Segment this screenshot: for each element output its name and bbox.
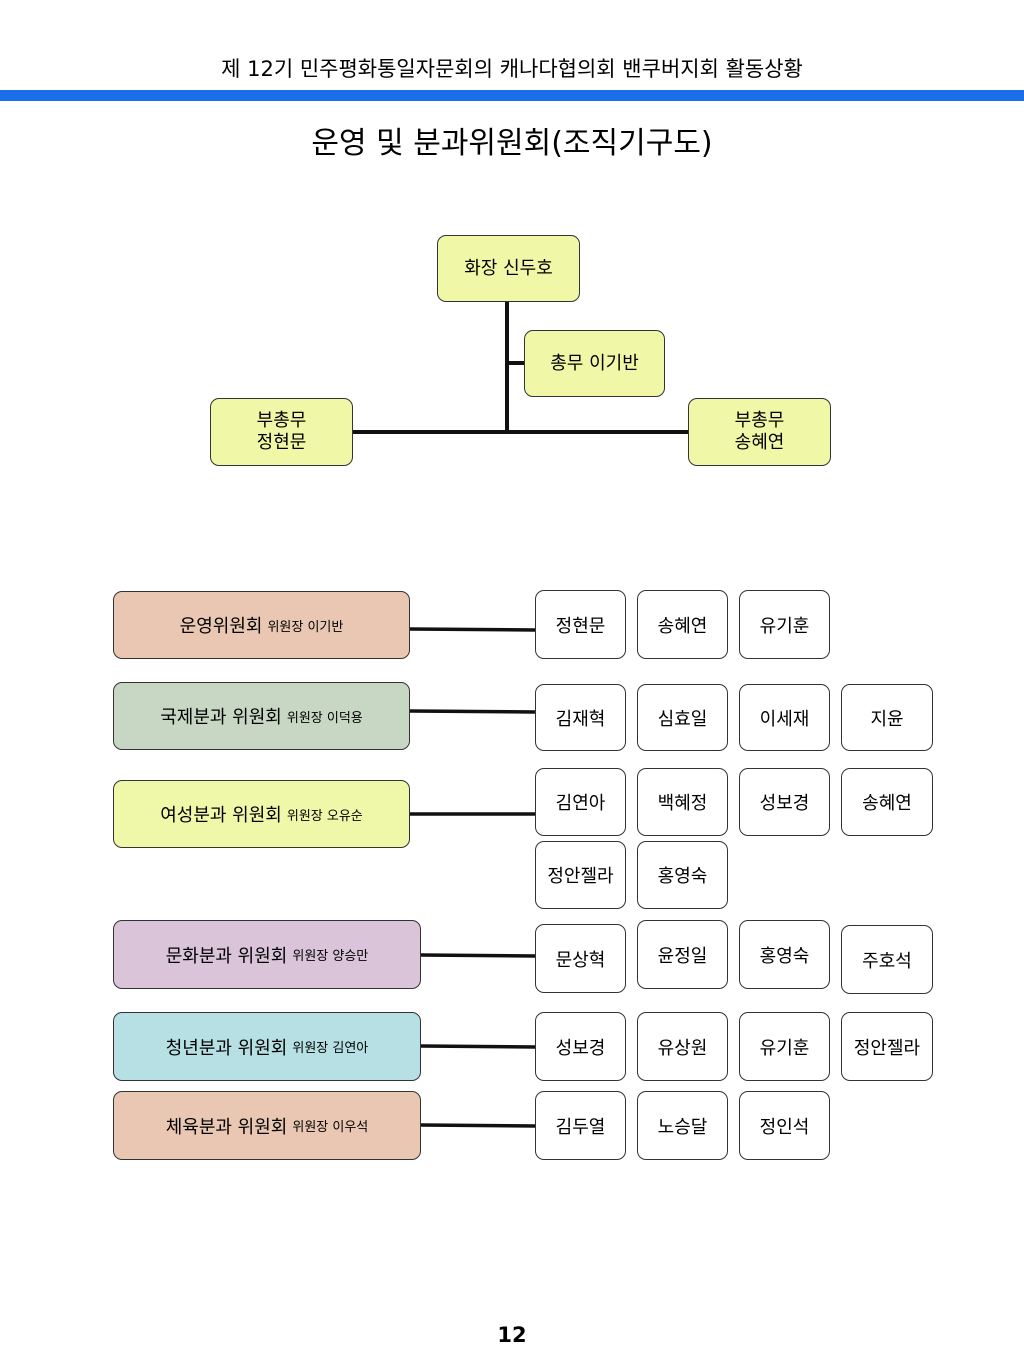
member-name: 홍영숙 xyxy=(759,945,810,967)
member-box: 김재혁 xyxy=(535,684,626,751)
chairman-label: 화장 신두호 xyxy=(464,257,553,279)
member-box: 노승달 xyxy=(637,1091,728,1160)
member-box: 문상혁 xyxy=(535,924,626,993)
member-name: 정안젤라 xyxy=(547,866,614,887)
member-name: 유상원 xyxy=(657,1037,708,1059)
member-name: 정인석 xyxy=(759,1116,810,1138)
member-box: 송혜연 xyxy=(637,590,728,659)
secretary-general-label: 총무 이기반 xyxy=(550,352,639,374)
member-box: 정안젤라 xyxy=(535,841,626,909)
committee-name: 청년분과 위원회 xyxy=(165,1037,288,1059)
chairman-box: 화장 신두호 xyxy=(437,235,580,302)
member-name: 정안젤라 xyxy=(853,1037,921,1059)
member-box: 홍영숙 xyxy=(739,920,830,989)
committee-chair: 위원장 오유순 xyxy=(286,808,363,824)
vice-secretary-right-title: 부총무 xyxy=(734,410,785,431)
committee-name: 국제분과 위원회 xyxy=(160,707,282,728)
member-name: 백혜정 xyxy=(657,793,708,814)
committee-culture: 문화분과 위원회 위원장 양승만 xyxy=(113,920,421,989)
committee-chair: 위원장 김연아 xyxy=(292,1041,369,1056)
committee-women: 여성분과 위원회 위원장 오유순 xyxy=(113,780,410,848)
member-box: 유상원 xyxy=(637,1012,728,1081)
member-name: 성보경 xyxy=(555,1037,606,1059)
committee-chair: 위원장 이우석 xyxy=(292,1120,369,1135)
member-name: 김재혁 xyxy=(555,708,606,730)
member-box: 주호석 xyxy=(841,925,933,994)
vice-secretary-right-name: 송혜연 xyxy=(734,432,785,453)
committee-chair: 위원장 이기반 xyxy=(267,619,344,635)
secretary-general-box: 총무 이기반 xyxy=(524,330,665,397)
member-box: 성보경 xyxy=(535,1012,626,1081)
member-name: 노승달 xyxy=(657,1116,708,1138)
member-name: 송혜연 xyxy=(862,793,912,814)
member-name: 심효일 xyxy=(657,708,708,730)
header-bar xyxy=(0,90,1024,101)
member-box: 김연아 xyxy=(535,768,626,836)
member-name: 홍영숙 xyxy=(657,866,708,887)
member-box: 송혜연 xyxy=(841,768,933,836)
vice-secretary-left-name: 정현문 xyxy=(256,432,307,453)
page-number: 12 xyxy=(497,1323,527,1347)
member-box: 지윤 xyxy=(841,684,933,751)
member-name: 이세재 xyxy=(759,708,810,730)
committee-international: 국제분과 위원회 위원장 이덕용 xyxy=(113,682,410,750)
member-name: 문상혁 xyxy=(555,949,606,971)
committee-name: 여성분과 위원회 xyxy=(160,805,282,826)
committee-operations: 운영위원회 위원장 이기반 xyxy=(113,591,410,659)
member-box: 김두열 xyxy=(535,1091,626,1160)
member-box: 정안젤라 xyxy=(841,1012,933,1081)
member-box: 백혜정 xyxy=(637,768,728,836)
member-box: 정인석 xyxy=(739,1091,830,1160)
committee-sports: 체육분과 위원회 위원장 이우석 xyxy=(113,1091,421,1160)
committee-name: 문화분과 위원회 xyxy=(165,945,288,967)
header-title: 제 12기 민주평화통일자문회의 캐나다협의회 밴쿠버지회 활동상황 xyxy=(221,57,803,81)
committee-chair: 위원장 이덕용 xyxy=(286,710,363,726)
vice-secretary-left-title: 부총무 xyxy=(256,410,307,431)
vice-secretary-left-box: 부총무 정현문 xyxy=(210,398,353,466)
committee-name: 체육분과 위원회 xyxy=(165,1116,288,1138)
member-box: 심효일 xyxy=(637,684,728,751)
committee-name: 운영위원회 xyxy=(179,616,263,637)
committee-chair: 위원장 양승만 xyxy=(292,949,369,964)
member-box: 윤정일 xyxy=(637,920,728,989)
member-name: 윤정일 xyxy=(657,945,708,967)
member-name: 정현문 xyxy=(555,615,606,637)
member-name: 지윤 xyxy=(870,708,904,730)
member-name: 성보경 xyxy=(759,793,810,814)
member-box: 유기훈 xyxy=(739,590,830,659)
document-title: 운영 및 분과위원회(조직기구도) xyxy=(311,126,713,161)
vice-secretary-right-box: 부총무 송혜연 xyxy=(688,398,831,466)
member-name: 송혜연 xyxy=(657,615,708,637)
committee-youth: 청년분과 위원회 위원장 김연아 xyxy=(113,1012,421,1081)
member-name: 유기훈 xyxy=(759,1037,810,1059)
member-box: 유기훈 xyxy=(739,1012,830,1081)
member-box: 홍영숙 xyxy=(637,841,728,909)
member-box: 이세재 xyxy=(739,684,830,751)
member-box: 성보경 xyxy=(739,768,830,836)
member-name: 김두열 xyxy=(555,1116,606,1138)
member-box: 정현문 xyxy=(535,590,626,659)
member-name: 유기훈 xyxy=(759,615,810,637)
member-name: 김연아 xyxy=(555,793,606,814)
member-name: 주호석 xyxy=(862,950,912,972)
